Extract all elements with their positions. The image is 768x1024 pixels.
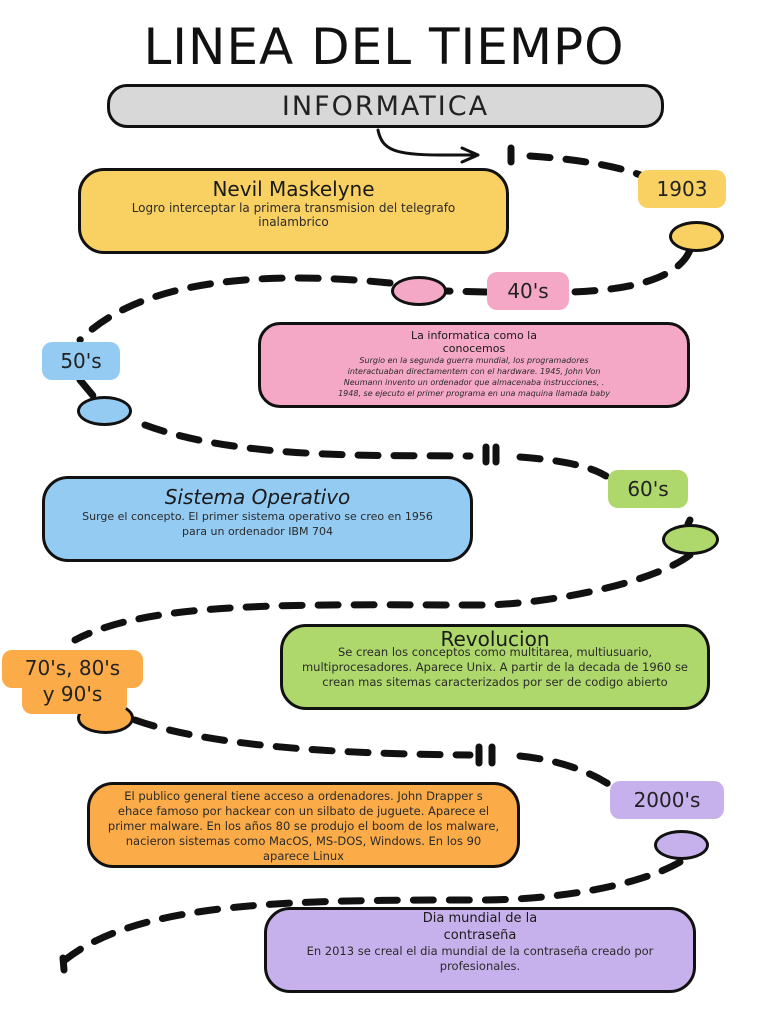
path-segment-mid-to-60s (516, 453, 610, 480)
event-text: Logro interceptar la primera transmision… (131, 201, 456, 229)
event-card-40s: La informatica como la conocemos Surgio … (258, 322, 690, 408)
event-title: Revolucion (440, 627, 550, 651)
event-text: Surge el concepto. El primer sistema ope… (82, 510, 433, 538)
timeline-node-40s (391, 276, 447, 306)
year-badge-1903: 1903 (638, 170, 726, 208)
subtitle-text: INFORMATICA (281, 90, 490, 122)
event-card-60s: Revolucion Se crean los conceptos como m… (280, 624, 710, 710)
event-card-70s-90s: El publico general tiene acceso a ordena… (87, 782, 520, 868)
event-title: Nevil Maskelyne (212, 177, 375, 201)
year-badge-50s: 50's (42, 342, 120, 380)
badge-label: 70's, 80's y 90's (24, 656, 121, 706)
end-marker (59, 954, 68, 974)
event-text: Surgio en la segunda guerra mundial, los… (338, 356, 610, 398)
event-title: La informatica como la conocemos (411, 329, 537, 355)
year-badge-60s: 60's (608, 470, 688, 508)
event-title: Dia mundial de la contraseña (422, 911, 538, 943)
year-badge-40s: 40's (487, 272, 569, 310)
event-text: El publico general tiene acceso a ordena… (107, 789, 500, 863)
timeline-node-60s (662, 524, 719, 555)
path-segment-60s-to-green-node (684, 516, 694, 528)
timeline-node-50s (77, 396, 132, 426)
path-segment-50s-to-blue-node (76, 376, 99, 402)
event-title: Sistema Operativo (164, 485, 351, 509)
timeline-node-1903 (669, 221, 724, 252)
badge-bg-bottom (22, 678, 127, 714)
path-segment-mid-to-2000s (516, 752, 614, 789)
event-card-1903: Nevil Maskelyne Logro interceptar la pri… (78, 168, 509, 254)
arrow-icon (376, 128, 477, 157)
path-segment-blue-node-to-60s (141, 421, 474, 460)
path-segment-green-node-to-70s (71, 551, 694, 644)
path-segment-1903-to-40s (566, 246, 694, 296)
event-text: Se crean los conceptos como multitarea, … (301, 645, 689, 689)
year-badge-70s-90s: 70's, 80's y 90's (2, 650, 143, 714)
path-segment-pink-node-to-50s (76, 274, 394, 344)
page-title: LINEA DEL TIEMPO (143, 18, 625, 76)
year-badge-2000s: 2000's (610, 781, 724, 819)
path-segment-2000s-to-end (61, 858, 684, 964)
subtitle-banner: INFORMATICA (107, 84, 664, 128)
path-segment-40s-to-pink-node (442, 287, 490, 296)
event-text: En 2013 se creal el dia mundial de la co… (306, 944, 654, 973)
path-segment-70s-to-2000s (131, 716, 474, 759)
event-card-2000s: Dia mundial de la contraseña En 2013 se … (264, 907, 696, 993)
timeline-node-2000s (654, 830, 709, 860)
event-card-50s: Sistema Operativo Surge el concepto. El … (42, 476, 473, 562)
